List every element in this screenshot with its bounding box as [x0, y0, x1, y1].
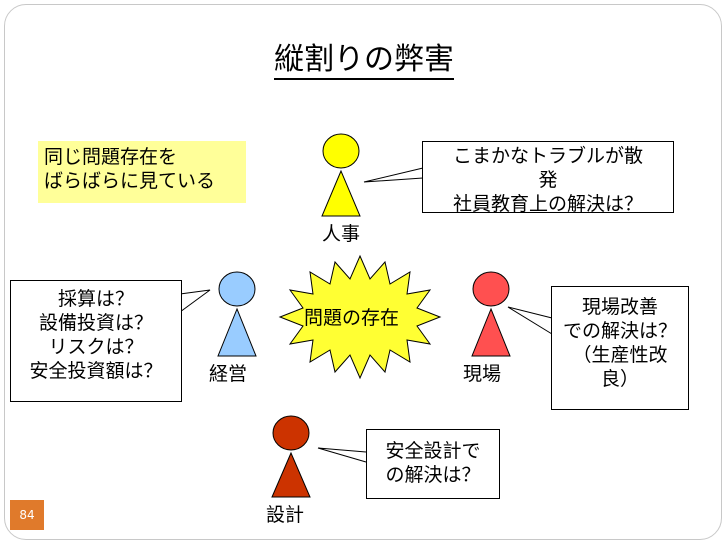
bubble-genba-line: 現場改善	[581, 296, 658, 318]
bubble-sekkei-line: の解決は？	[385, 464, 481, 486]
figure-keiei-head	[218, 271, 256, 307]
bubble-keiei-line: 設備投資は？	[38, 312, 153, 334]
label-sekkei: 設計	[266, 504, 305, 526]
bubble-keiei-line: 安全投資額は？	[29, 360, 163, 382]
bubble-keiei: 採算は？ 設備投資は？ リスクは？ 安全投資額は？	[10, 280, 182, 402]
problem-label: 問題の存在	[304, 307, 400, 329]
bubble-jinji: こまかなトラブルが散 発 社員教育上の解決は？	[422, 141, 674, 215]
figure-sekkei	[271, 415, 311, 498]
label-genba: 現場	[463, 363, 502, 385]
problem-starburst	[278, 254, 442, 380]
observation-note: 同じ問題存在を ばらばらに見ている	[38, 141, 246, 203]
figure-genba-head	[472, 271, 510, 307]
figure-jinji-head	[322, 133, 360, 169]
slide-frame	[4, 4, 722, 540]
bubble-keiei-line: リスクは？	[48, 336, 144, 358]
bubble-tail-jinji	[363, 167, 424, 183]
slide-title: 縦割りの弊害	[0, 34, 728, 80]
bubble-genba: 現場改善 での解決は？ （生産性改 良）	[551, 286, 689, 410]
label-jinji: 人事	[322, 223, 361, 245]
figure-keiei	[217, 271, 257, 357]
figure-genba	[471, 271, 511, 357]
figure-keiei-body	[217, 307, 257, 357]
bubble-genba-line: での解決は？	[562, 320, 677, 342]
bubble-jinji-line: こまかなトラブルが散	[452, 145, 643, 167]
bubble-keiei-line: 採算は？	[57, 288, 134, 310]
figure-genba-body	[471, 307, 511, 357]
label-keiei: 経営	[209, 363, 248, 385]
bubble-genba-line: 良）	[600, 368, 639, 390]
bubble-tail-keiei	[179, 289, 211, 313]
figure-jinji-body	[321, 169, 361, 217]
bubble-jinji-line: 社員教育上の解決は？	[452, 193, 643, 215]
observation-note-line: ばらばらに見ている	[44, 170, 216, 192]
figure-sekkei-head	[272, 415, 310, 451]
bubble-tail-sekkei	[317, 447, 367, 463]
bubble-tail-genba	[507, 306, 553, 335]
bubble-sekkei-line: 安全設計で	[385, 440, 481, 462]
bubble-genba-line: （生産性改	[572, 344, 668, 366]
bubble-sekkei: 安全設計で の解決は？	[366, 429, 500, 499]
bubble-jinji-line: 発	[538, 169, 558, 191]
figure-jinji	[321, 133, 361, 217]
figure-sekkei-body	[271, 451, 311, 498]
page-number: 84	[10, 500, 44, 530]
observation-note-line: 同じ問題存在を	[44, 146, 178, 168]
